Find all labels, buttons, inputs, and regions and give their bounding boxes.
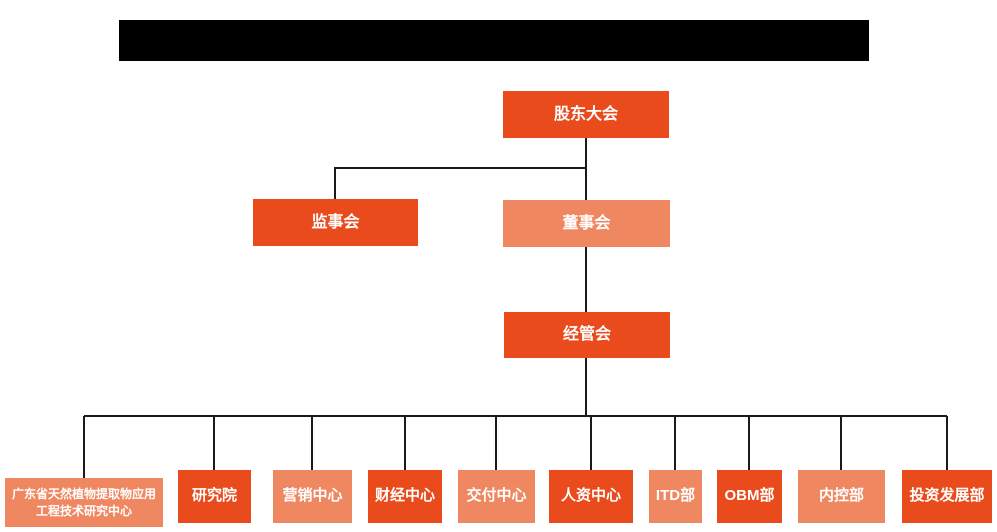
node-shareholders-meeting: 股东大会 [503,91,669,138]
redacted-title-bar [119,20,869,61]
node-internal-control-department: 内控部 [798,470,885,523]
node-marketing-center: 营销中心 [273,470,352,523]
node-hr-center: 人资中心 [549,470,633,523]
node-supervisory-board: 监事会 [253,199,418,246]
node-management-committee: 经管会 [504,312,670,358]
node-board-of-directors: 董事会 [503,200,670,247]
node-research-institute: 研究院 [178,470,251,523]
node-delivery-center: 交付中心 [458,470,535,523]
node-obm-department: OBM部 [717,470,782,523]
node-investment-development-department: 投资发展部 [902,470,992,523]
node-guangdong-research-center: 广东省天然植物提取物应用工程技术研究中心 [5,478,163,527]
node-finance-center: 财经中心 [368,470,442,523]
node-itd-department: ITD部 [649,470,702,523]
